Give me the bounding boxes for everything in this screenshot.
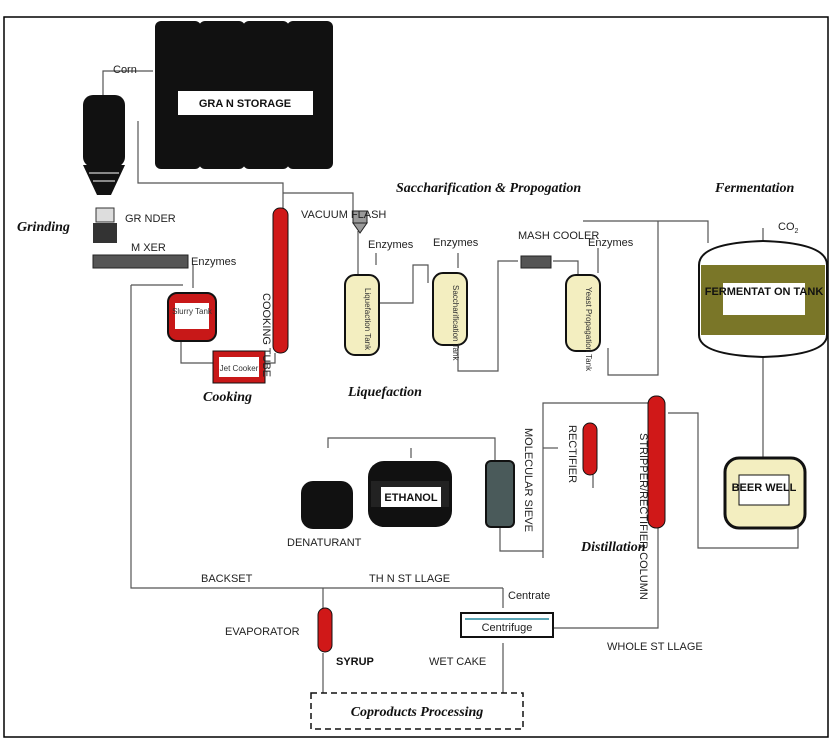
line-corn bbox=[102, 70, 153, 98]
molecular-sieve bbox=[485, 460, 515, 528]
enzymes-label-4: Enzymes bbox=[588, 237, 634, 249]
mash-cooler bbox=[520, 255, 552, 269]
centrate-label: Centrate bbox=[508, 590, 550, 602]
grain-storage-label: GRA N STORAGE bbox=[199, 98, 291, 110]
jet-cooker: Jet Cooker bbox=[212, 350, 266, 384]
hopper bbox=[83, 95, 125, 195]
denaturant-tank bbox=[301, 481, 353, 529]
line-column-rect bbox=[542, 402, 648, 558]
enzymes-label-2: Enzymes bbox=[368, 239, 414, 251]
coproducts-box bbox=[310, 692, 524, 730]
flow-lines bbox=[102, 70, 799, 693]
grinder-label: GR NDER bbox=[125, 213, 176, 225]
wet-cake-label: WET CAKE bbox=[429, 656, 486, 668]
yeast-tank-label: Yeast Propagation Tank bbox=[584, 287, 593, 372]
line-yeast-ferm bbox=[607, 221, 659, 376]
line-cooking-flash bbox=[283, 192, 354, 213]
grinder bbox=[93, 207, 117, 243]
ethanol-process-diagram: GRA N STORAGE Corn Grinding GR NDER M XE… bbox=[3, 16, 829, 738]
vacuum-flash bbox=[352, 210, 368, 234]
mash-cooler-label: MASH COOLER bbox=[518, 230, 599, 242]
beer-well: BEER WELL bbox=[723, 456, 807, 530]
line-sacc-cooler bbox=[457, 260, 518, 372]
rectifier-label: RECTIFIER bbox=[566, 425, 578, 483]
section-grinding: Grinding bbox=[17, 220, 70, 235]
evaporator-label: EVAPORATOR bbox=[225, 626, 300, 638]
fermentation-tank: FERMENTAT ON TANK bbox=[698, 239, 828, 359]
mixer bbox=[92, 254, 189, 269]
denaturant-label: DENATURANT bbox=[287, 537, 362, 549]
line-sieve-bottom bbox=[499, 523, 543, 552]
line-backset bbox=[130, 285, 503, 589]
syrup-label: SYRUP bbox=[336, 656, 374, 668]
line-beer-column bbox=[668, 412, 799, 549]
vacuum-flash-label: VACUUM FLASH bbox=[301, 209, 386, 221]
co2-label: CO2 bbox=[778, 221, 799, 235]
slurry-tank-label: Slurry Tank bbox=[172, 307, 213, 316]
ethanol-label: ETHANOL bbox=[384, 492, 437, 504]
yeast-tank: Yeast Propagation Tank bbox=[565, 274, 601, 372]
molecular-sieve-label: MOLECULAR SIEVE bbox=[522, 428, 534, 532]
fermentation-tank-label: FERMENTAT ON TANK bbox=[705, 286, 824, 298]
line-jet-tube bbox=[265, 353, 276, 364]
whole-stillage-label: WHOLE ST LLAGE bbox=[607, 641, 703, 653]
section-coproducts: Coproducts Processing bbox=[351, 705, 484, 720]
mixer-label: M XER bbox=[131, 242, 166, 254]
saccharification-tank-label: Saccharification Tank bbox=[451, 285, 460, 361]
line-fermenter-top bbox=[583, 220, 709, 243]
centrifuge-label: Centrifuge bbox=[482, 622, 533, 634]
stripper-column bbox=[647, 395, 666, 529]
line-whole-stillage bbox=[553, 528, 659, 629]
line-ethanol-top bbox=[327, 437, 496, 463]
section-distillation: Distillation bbox=[580, 540, 646, 555]
line-cooler-yeast bbox=[553, 260, 579, 278]
slurry-tank: Slurry Tank bbox=[167, 292, 217, 342]
saccharification-tank: Saccharification Tank bbox=[432, 272, 468, 361]
corn-label: Corn bbox=[113, 64, 137, 76]
jet-cooker-label: Jet Cooker bbox=[220, 364, 259, 373]
enzymes-label-3: Enzymes bbox=[433, 237, 479, 249]
line-storage-cooking bbox=[137, 121, 284, 208]
ethanol-tank: ETHANOL bbox=[368, 461, 452, 527]
section-liquefaction: Liquefaction bbox=[347, 385, 422, 400]
grain-storage-label-box bbox=[178, 91, 313, 115]
thin-stillage-label: TH N ST LLAGE bbox=[369, 573, 450, 585]
section-fermentation: Fermentation bbox=[714, 181, 795, 196]
grain-storage-silos: GRA N STORAGE bbox=[155, 21, 333, 169]
evaporator bbox=[317, 607, 333, 653]
cooking-tube bbox=[272, 207, 289, 354]
diagram-border bbox=[3, 16, 829, 738]
section-saccharification: Saccharification & Propogation bbox=[396, 181, 581, 196]
liquefaction-tank: Liquefaction Tank bbox=[344, 274, 380, 356]
enzymes-label-1: Enzymes bbox=[191, 256, 237, 268]
cooking-tube-label: COOKING TUBE bbox=[260, 293, 272, 377]
stripper-column-label: STRIPPER/RECTIFIER COLUMN bbox=[637, 433, 649, 600]
line-liq-sacc bbox=[378, 264, 429, 304]
section-cooking: Cooking bbox=[203, 390, 252, 405]
rectifier bbox=[582, 422, 598, 476]
liquefaction-tank-label: Liquefaction Tank bbox=[363, 288, 372, 351]
beer-well-label: BEER WELL bbox=[732, 482, 797, 494]
backset-label: BACKSET bbox=[201, 573, 253, 585]
centrifuge: Centrifuge bbox=[460, 612, 554, 638]
